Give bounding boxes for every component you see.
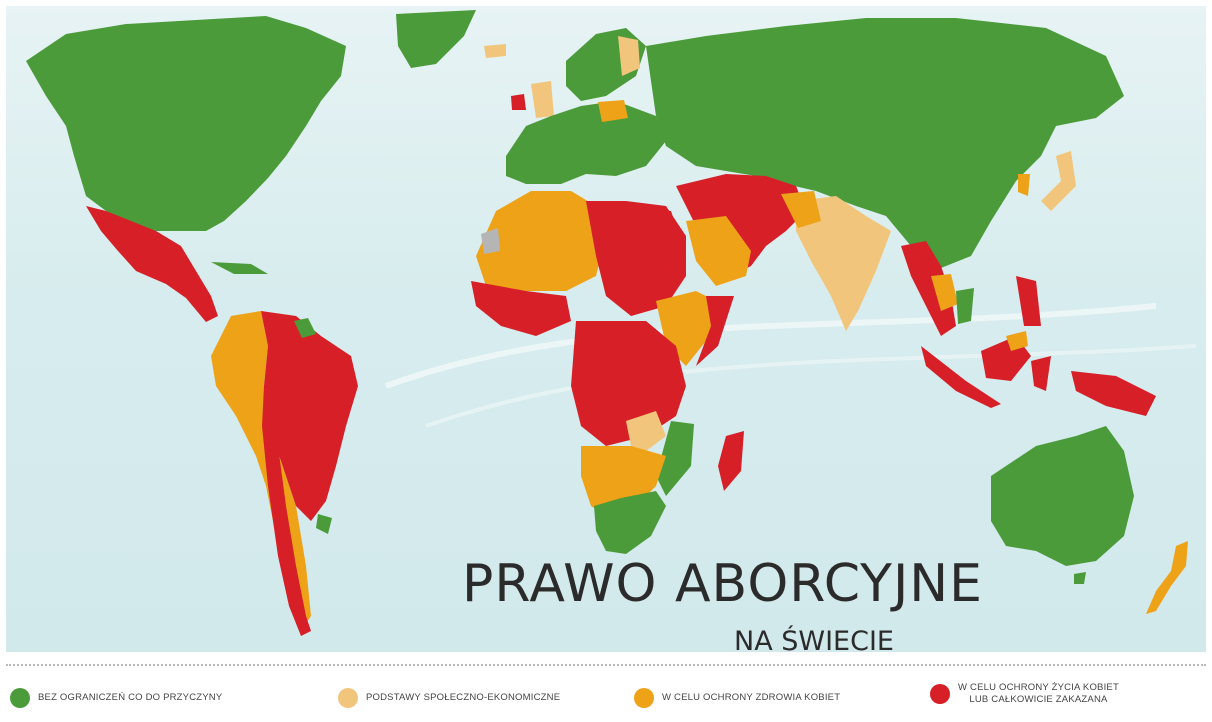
- region-russia-asia: [646, 18, 1124, 268]
- region-egypt: [636, 211, 681, 246]
- region-madagascar: [718, 431, 744, 491]
- region-afghanistan: [781, 191, 821, 228]
- legend-label: W CELU OCHRONY ŻYCIA KOBIET LUB CAŁKOWIC…: [958, 682, 1119, 706]
- region-greenland: [396, 10, 476, 68]
- legend-swatch: [634, 688, 654, 708]
- region-poland: [598, 100, 628, 122]
- region-cuba: [211, 262, 268, 274]
- region-japan: [1041, 151, 1076, 211]
- region-sulawesi: [1031, 356, 1051, 391]
- legend-swatch: [338, 688, 358, 708]
- legend-item-spoleczno-ekonomiczne: PODSTAWY SPOŁECZNO-EKONOMICZNE: [338, 688, 560, 708]
- region-new-zealand: [1146, 541, 1188, 614]
- region-south-africa: [594, 491, 666, 554]
- region-southern-africa: [581, 446, 666, 516]
- region-iceland: [484, 44, 506, 58]
- map-title: PRAWO ABORCYJNE: [462, 554, 984, 614]
- region-uruguay: [316, 514, 332, 534]
- region-mexico: [86, 206, 218, 322]
- map-canvas: [26, 10, 1197, 636]
- region-north-america: [26, 16, 346, 231]
- world-map: PRAWO ABORCYJNE NA ŚWIECIE: [6, 6, 1206, 652]
- region-uk: [531, 81, 554, 118]
- legend-swatch: [930, 683, 950, 704]
- legend-label: BEZ OGRANICZEŃ CO DO PRZYCZYNY: [38, 692, 223, 704]
- region-thailand: [931, 274, 958, 311]
- region-philippines: [1016, 276, 1041, 326]
- region-korea: [1018, 174, 1030, 196]
- region-zambia: [626, 411, 666, 451]
- region-africa-north-west: [476, 191, 606, 291]
- map-subtitle: NA ŚWIECIE: [734, 626, 894, 652]
- region-western-sahara: [481, 228, 500, 254]
- legend-swatch: [10, 688, 30, 708]
- region-southeast-asia: [901, 241, 956, 336]
- region-chile: [262, 386, 311, 636]
- region-ireland: [511, 94, 526, 110]
- legend-item-zycie-kobiet: W CELU OCHRONY ŻYCIA KOBIET LUB CAŁKOWIC…: [930, 682, 1119, 706]
- region-saudi: [686, 216, 751, 286]
- region-borneo-north: [1006, 331, 1028, 351]
- region-mozambique: [656, 421, 694, 496]
- legend: BEZ OGRANICZEŃ CO DO PRZYCZYNY PODSTAWY …: [8, 678, 1208, 718]
- legend-label: PODSTAWY SPOŁECZNO-EKONOMICZNE: [366, 692, 561, 704]
- region-australia: [991, 426, 1134, 566]
- region-new-guinea: [1071, 371, 1156, 416]
- region-india: [796, 196, 891, 331]
- region-vietnam: [956, 288, 974, 324]
- region-brazil: [261, 311, 358, 521]
- legend-item-zdrowie-kobiet: W CELU OCHRONY ZDROWIA KOBIET: [634, 688, 840, 708]
- legend-divider: [6, 664, 1206, 666]
- region-somalia: [696, 296, 734, 366]
- region-europe-mainland: [506, 101, 666, 184]
- region-finland: [618, 36, 640, 76]
- region-indonesia: [921, 346, 1001, 408]
- legend-item-bez-ograniczen: BEZ OGRANICZEŃ CO DO PRZYCZYNY: [10, 688, 222, 708]
- region-west-africa: [471, 281, 571, 336]
- legend-label-line-1: W CELU OCHRONY ŻYCIA KOBIET: [958, 682, 1119, 693]
- region-guyana: [294, 318, 316, 338]
- region-middle-east: [676, 174, 806, 276]
- legend-label: W CELU OCHRONY ZDROWIA KOBIET: [662, 692, 841, 704]
- region-tasmania: [1074, 572, 1086, 584]
- legend-label-line-2: LUB CAŁKOWICIE ZAKAZANA: [969, 693, 1108, 705]
